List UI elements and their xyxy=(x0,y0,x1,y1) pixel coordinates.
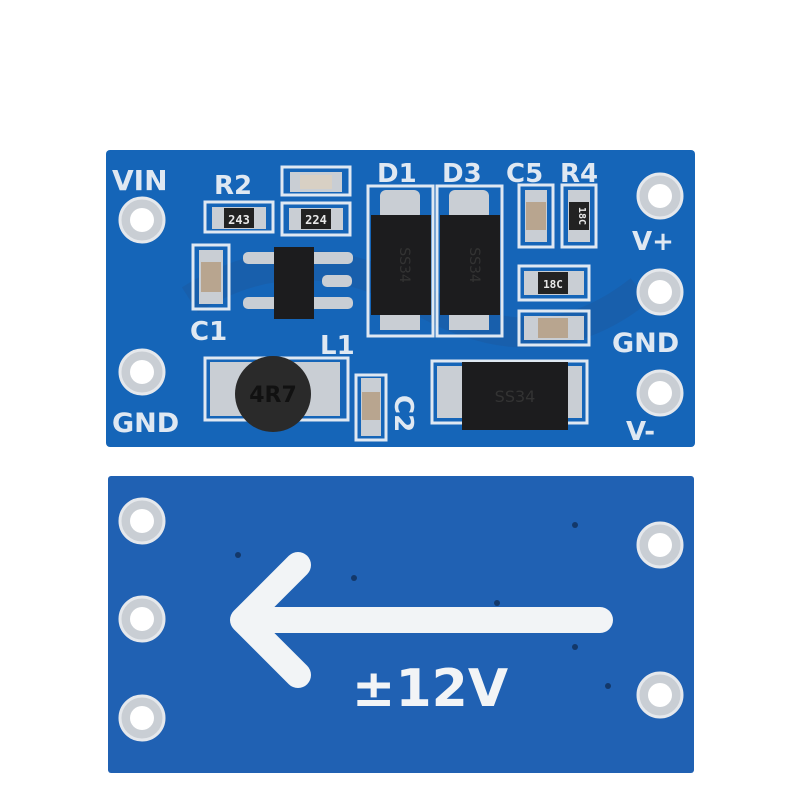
label-r4: R4 xyxy=(560,159,598,189)
top-pcb: 243 224 18C 18C 4R7 SS34 SS34 SS34 VIN R… xyxy=(106,150,695,447)
label-v-plus: V+ xyxy=(632,227,674,257)
label-c1: C1 xyxy=(190,317,227,347)
label-d1: D1 xyxy=(377,159,417,189)
bottom-pcb: ±12V xyxy=(108,476,694,773)
arrow-left-icon xyxy=(230,552,613,688)
diode-marking: SS34 xyxy=(495,387,536,406)
resistor-marking: 224 xyxy=(305,213,327,227)
resistor-marking: 18C xyxy=(543,278,563,291)
d1-marking: SS34 xyxy=(396,247,412,283)
label-v-minus: V- xyxy=(626,417,655,447)
d3-marking: SS34 xyxy=(466,247,482,283)
silkscreen-outlines xyxy=(191,165,598,442)
smd-components xyxy=(199,172,590,436)
r2-marking: 243 xyxy=(228,213,250,227)
label-d3: D3 xyxy=(442,159,482,189)
label-c5: C5 xyxy=(506,159,543,189)
inductor-marking: 4R7 xyxy=(249,383,297,408)
voltage-label: ±12V xyxy=(352,659,508,719)
through-hole-pads xyxy=(118,172,684,417)
label-gnd-right: GND xyxy=(612,328,679,359)
label-c2: C2 xyxy=(388,395,418,432)
r4-marking: 18C xyxy=(576,207,587,225)
label-gnd-left: GND xyxy=(112,408,179,439)
label-l1: L1 xyxy=(320,331,355,361)
label-vin: VIN xyxy=(112,164,168,197)
label-r2: R2 xyxy=(214,171,252,201)
